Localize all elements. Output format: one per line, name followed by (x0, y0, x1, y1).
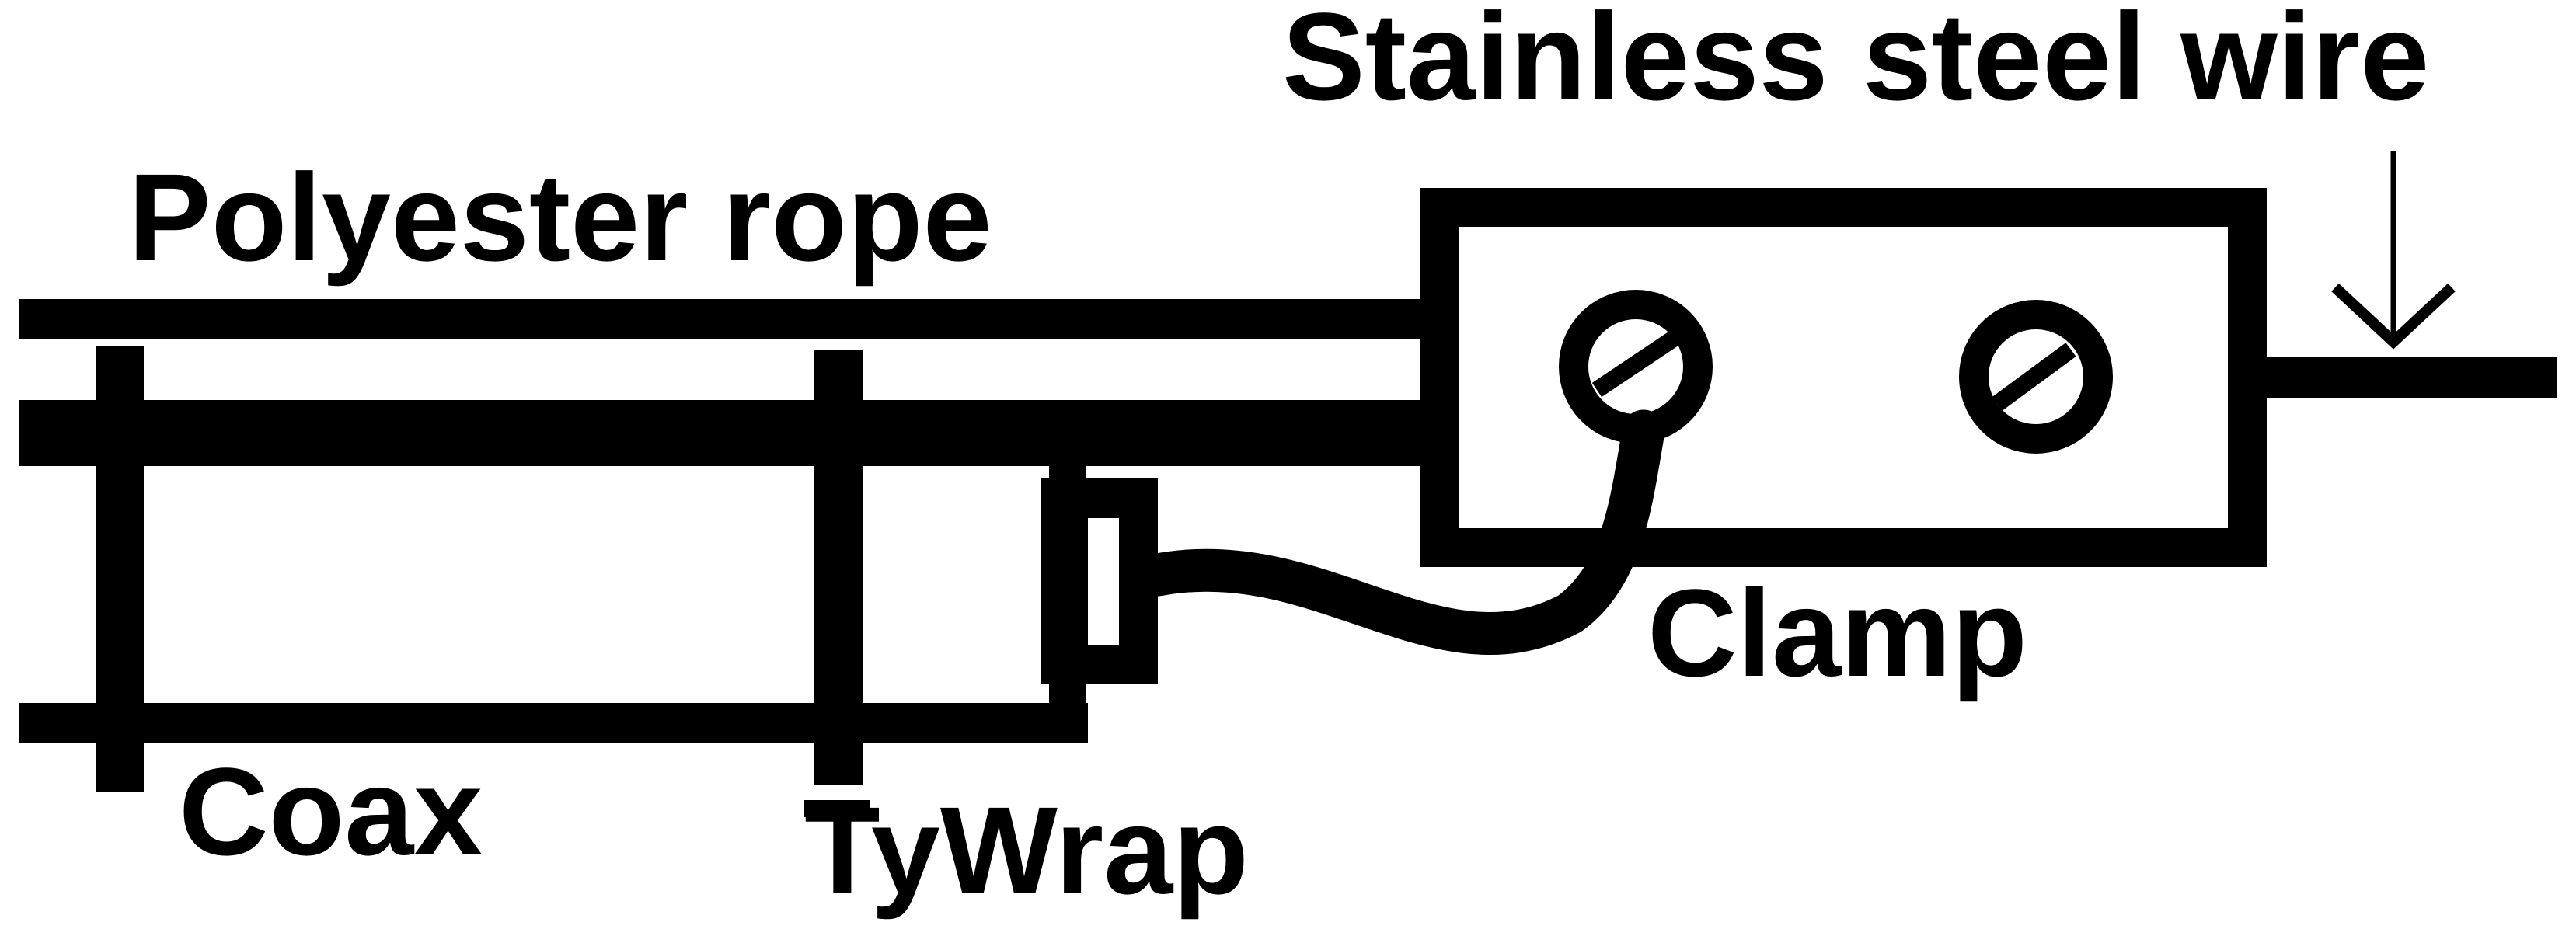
clamp-box (1420, 188, 2267, 567)
coax-bottom-line (19, 703, 1088, 743)
label-clamp: Clamp (1647, 563, 2027, 702)
clamp-screw-right (1959, 300, 2113, 454)
coax-end-step (1041, 478, 1080, 684)
clamp-screw-left (1559, 290, 1713, 444)
tywrap-tie-stub (804, 800, 870, 817)
coax-tie-left (96, 346, 144, 792)
tywrap-tie (814, 350, 863, 785)
coax-pigtail-wire (1136, 409, 1665, 655)
coax-top-line (19, 400, 1422, 466)
label-stainless-steel-wire: Stainless steel wire (1282, 0, 2429, 126)
wire-arrow-head (2331, 283, 2456, 350)
label-polyester-rope: Polyester rope (128, 148, 992, 287)
stainless-steel-wire-line (2257, 357, 2557, 398)
polyester-rope-line (19, 299, 1422, 339)
coax-connector-inner (1088, 518, 1119, 645)
label-coax: Coax (179, 742, 483, 881)
label-tywrap: TyWrap (804, 781, 1249, 920)
